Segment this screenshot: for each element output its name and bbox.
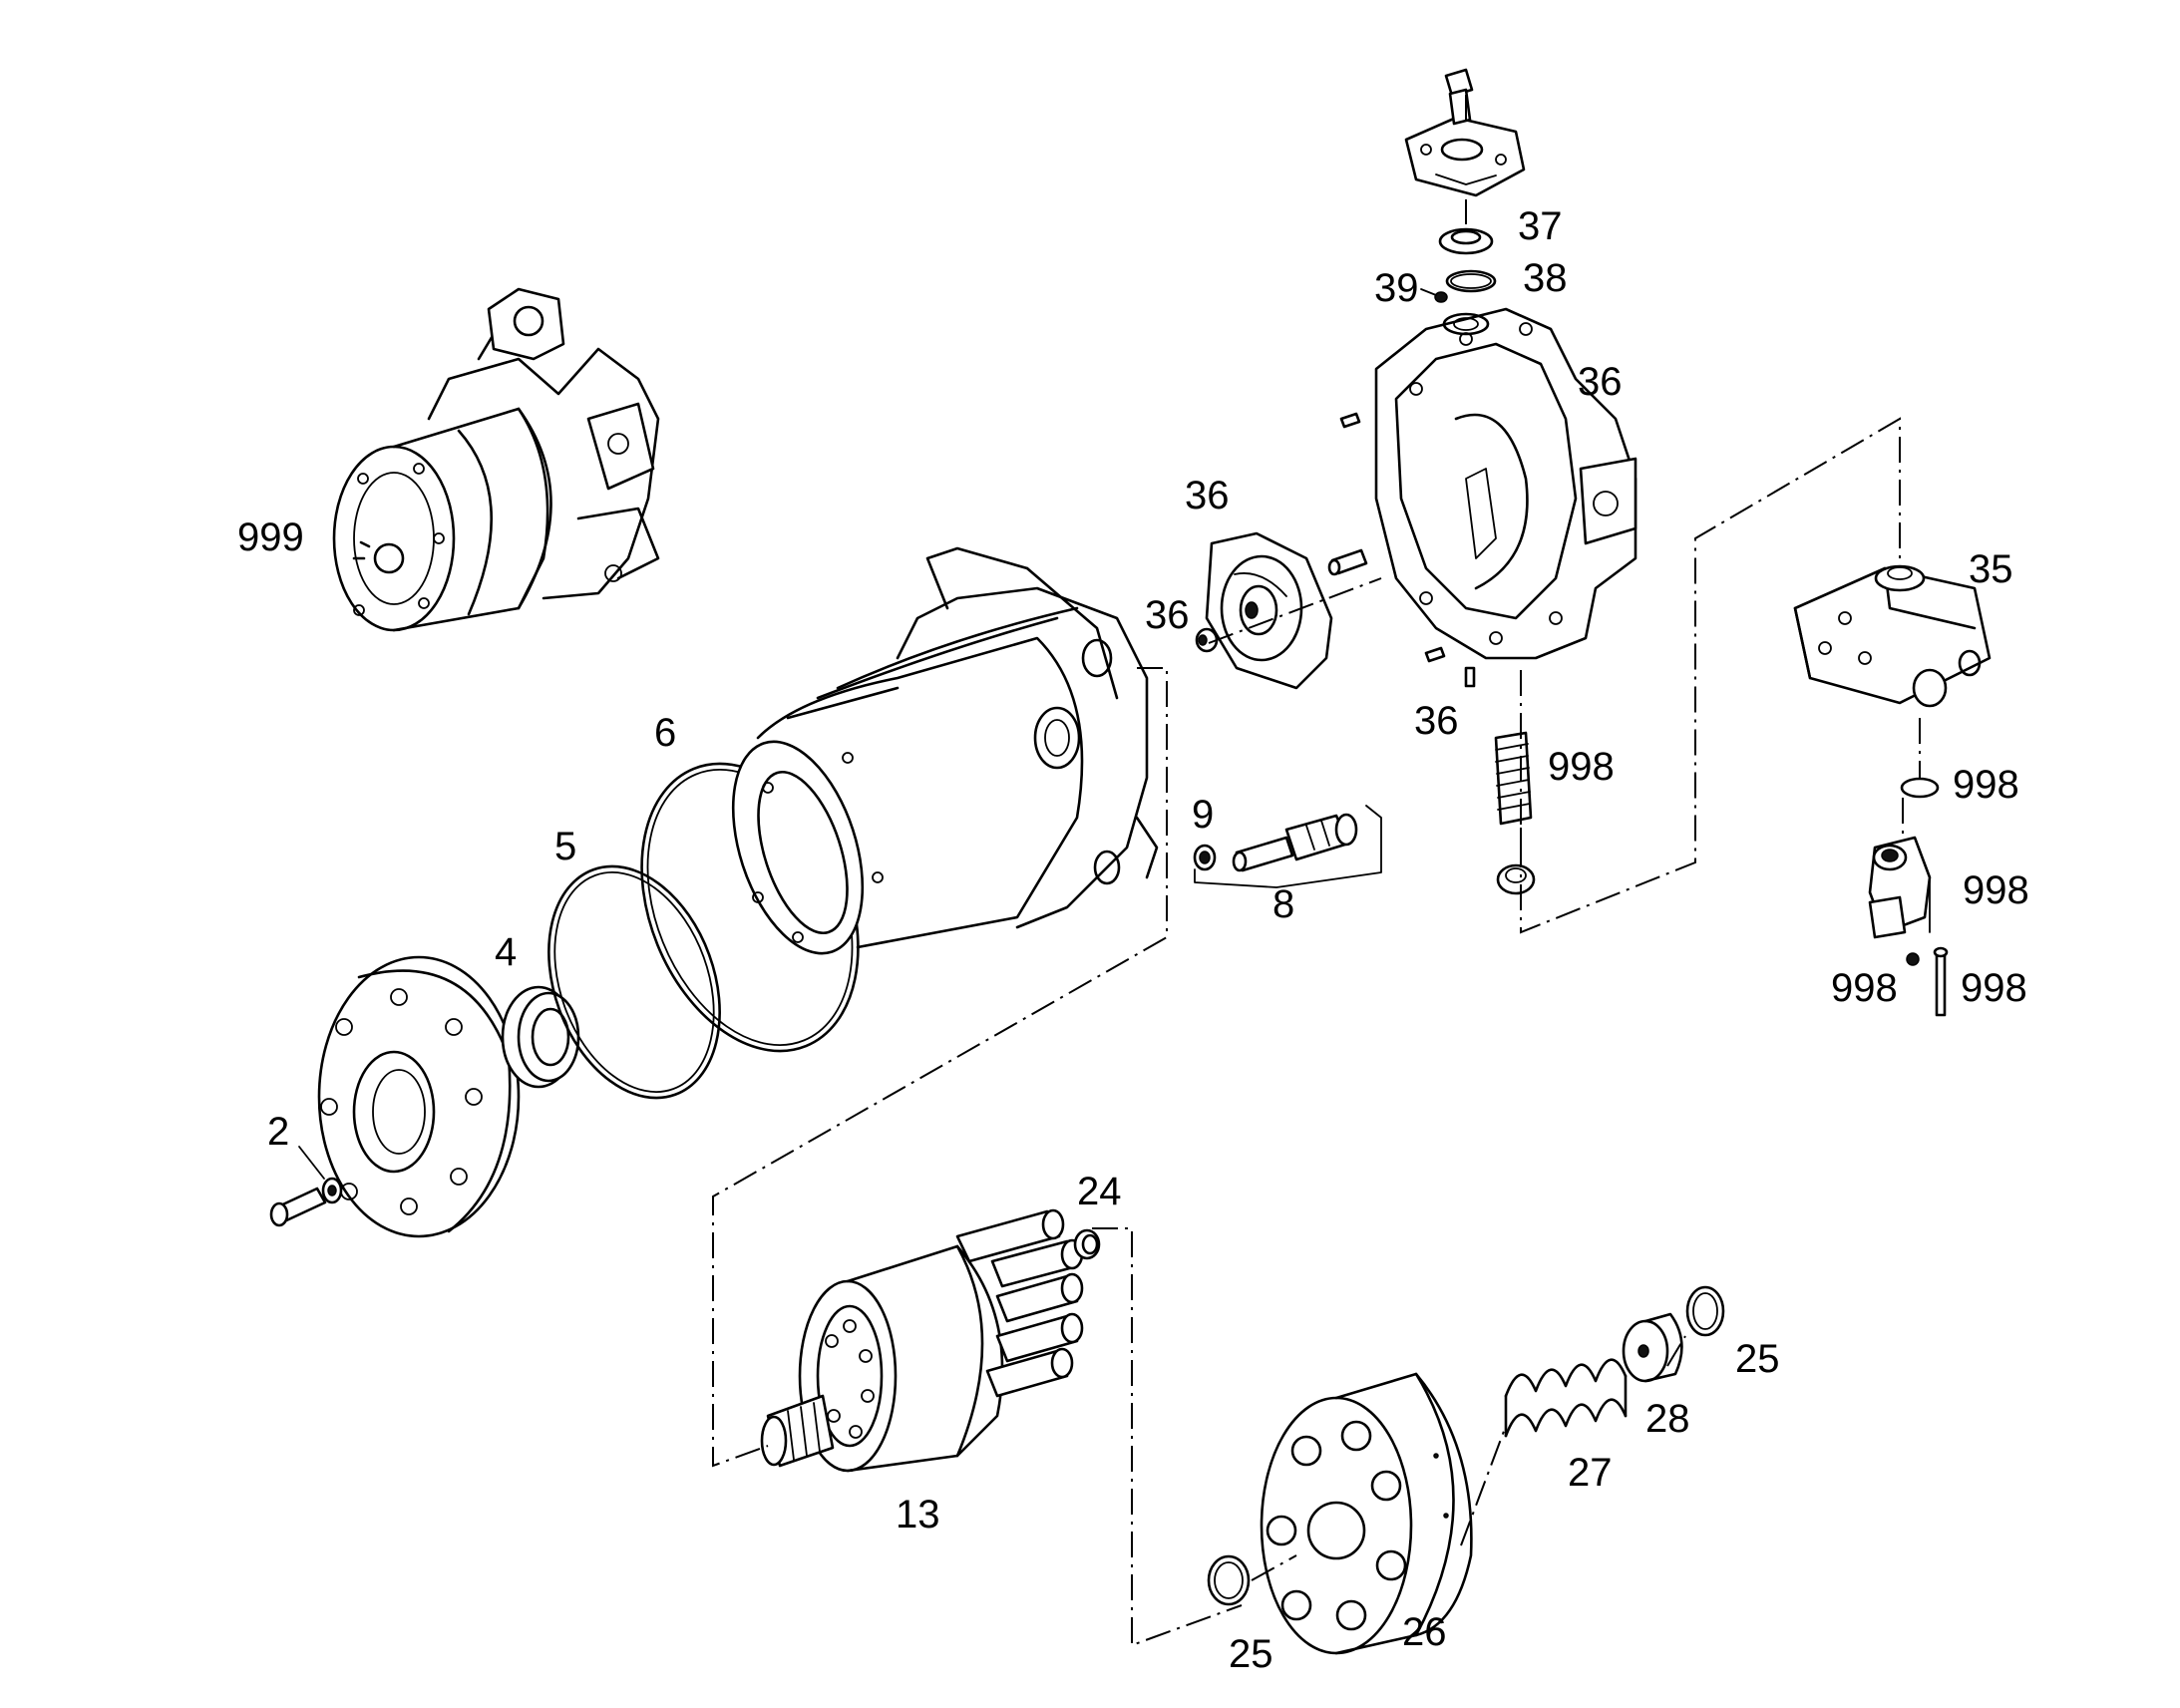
circlip-part-25-left	[1207, 1554, 1251, 1606]
label-998-solenoid: 998	[1963, 868, 2029, 912]
small-pins	[1339, 412, 1476, 688]
dowel-pin	[1327, 548, 1368, 576]
label-13: 13	[896, 1493, 940, 1537]
screw-part-998	[1933, 946, 1949, 1017]
label-25-right: 25	[1735, 1337, 1780, 1381]
label-39: 39	[1374, 266, 1419, 310]
cylinder-block-part-26	[1260, 1372, 1473, 1655]
main-housing	[731, 546, 1159, 955]
seal-part-37	[1438, 227, 1494, 255]
valve-block-part-35	[1793, 564, 1992, 708]
spring-seat-part-28	[1622, 1312, 1683, 1383]
label-8: 8	[1272, 882, 1294, 926]
spring-part-998	[1494, 731, 1536, 895]
label-9: 9	[1192, 793, 1214, 837]
solenoid-part-998	[1868, 836, 1932, 966]
label-36-pins: 36	[1414, 699, 1459, 743]
label-25-left: 25	[1229, 1632, 1273, 1676]
assembly-center-lines	[712, 95, 1921, 1647]
ring-part-24	[1073, 1228, 1101, 1260]
label-999: 999	[237, 515, 304, 559]
label-37: 37	[1518, 204, 1563, 248]
label-5: 5	[554, 825, 576, 868]
o-ring-part-38	[1445, 269, 1497, 293]
seal-ring-part-4	[501, 985, 580, 1089]
control-block	[1404, 68, 1526, 197]
circlip-part-25-right	[1685, 1285, 1725, 1337]
label-36-plate: 36	[1185, 474, 1230, 517]
label-35: 35	[1969, 547, 2013, 591]
pistons	[955, 1208, 1084, 1398]
label-2: 2	[267, 1110, 289, 1154]
spring-part-27	[1504, 1358, 1628, 1438]
label-4: 4	[495, 930, 517, 974]
label-38: 38	[1523, 256, 1568, 300]
o-ring-part-998	[1900, 777, 1940, 799]
valve-part-8	[1194, 805, 1382, 888]
label-6: 6	[654, 711, 676, 755]
label-36-cover: 36	[1578, 360, 1623, 404]
o-ring-part-5	[547, 864, 721, 1100]
label-27: 27	[1568, 1451, 1613, 1495]
label-26: 26	[1402, 1610, 1447, 1654]
label-998-ring: 998	[1953, 763, 2019, 807]
rotating-group-part-13	[760, 1208, 1084, 1473]
screw-part-2	[269, 1146, 343, 1227]
label-28: 28	[1645, 1397, 1690, 1441]
flange-plate	[317, 955, 521, 1238]
label-36-pin: 36	[1145, 593, 1190, 637]
assembled-motor-999	[332, 287, 660, 632]
end-cover-part-36	[1374, 307, 1637, 660]
label-998-screw: 998	[1961, 966, 2027, 1010]
plug-part-39	[1420, 288, 1448, 303]
label-998-spring: 998	[1548, 745, 1615, 789]
pin-part-36	[1195, 627, 1219, 653]
seal-part-9	[1193, 844, 1217, 871]
port-plate-part-36	[1205, 531, 1333, 690]
label-998-nut: 998	[1831, 966, 1898, 1010]
label-24: 24	[1077, 1170, 1122, 1213]
